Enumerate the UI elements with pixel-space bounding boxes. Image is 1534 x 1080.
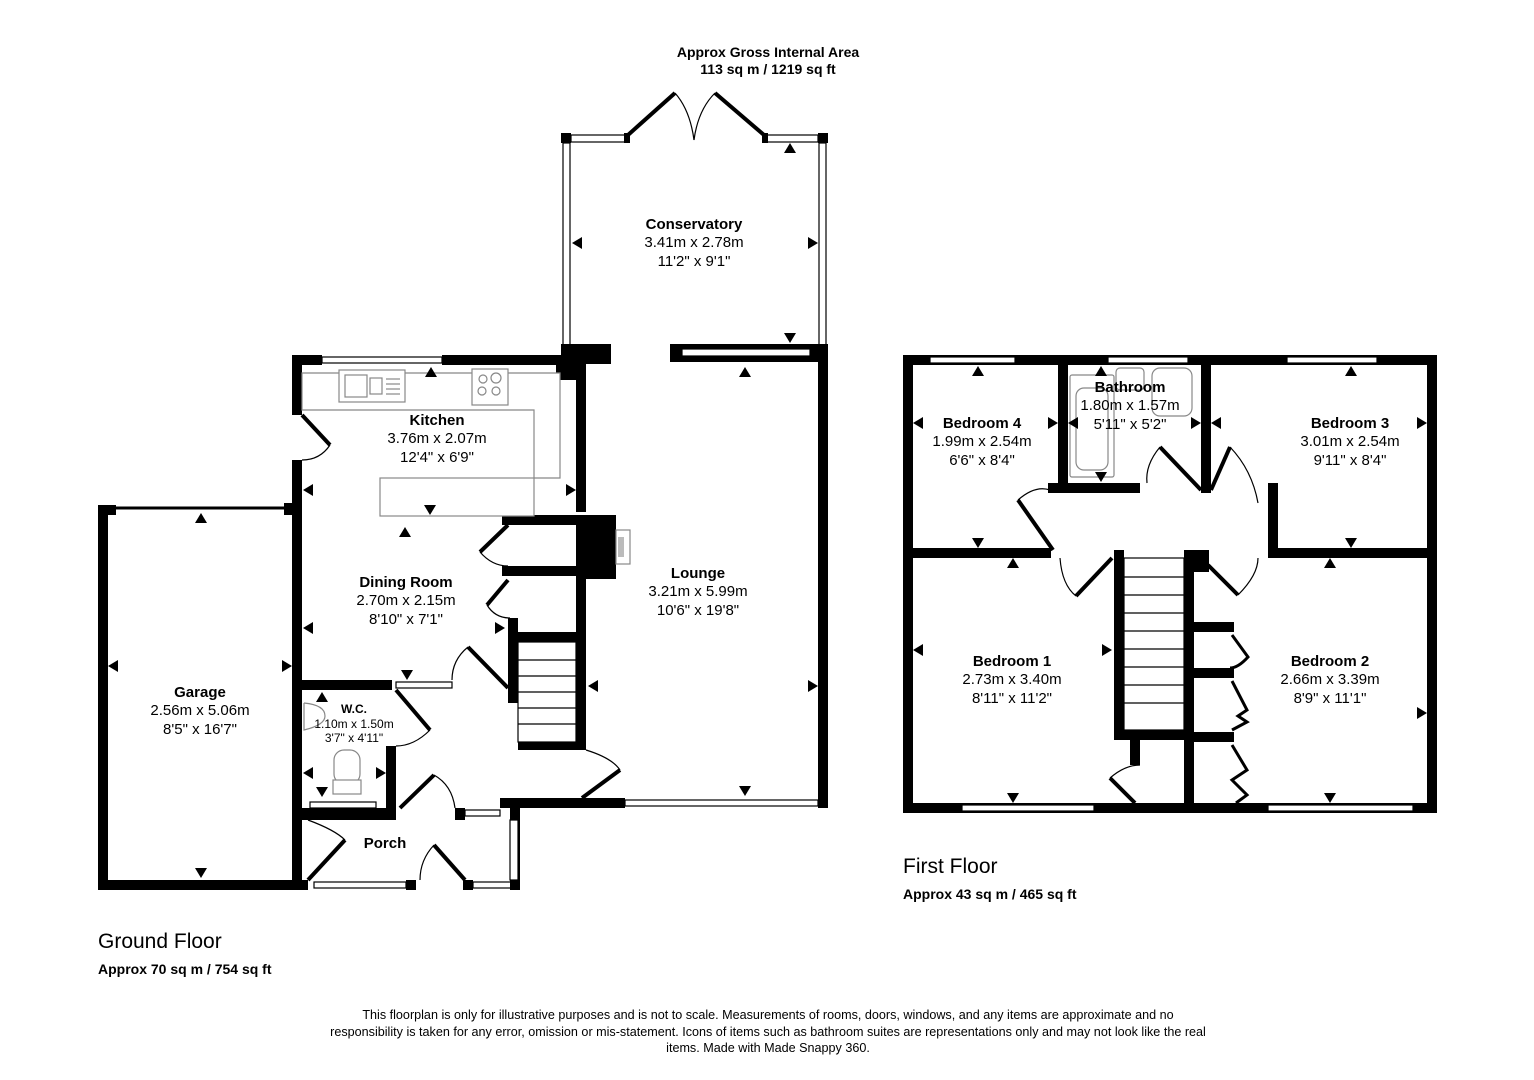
ground-floor-label: Ground Floor [98, 930, 222, 953]
first-floor-label: First Floor [903, 855, 998, 878]
room-dining-room: Dining Room 2.70m x 2.15m 8'10" x 7'1" [356, 574, 456, 628]
room-bedroom-2: Bedroom 2 2.66m x 3.39m 8'9" x 11'1" [1280, 653, 1380, 707]
room-wc: W.C. 1.10m x 1.50m 3'7" x 4'11" [314, 702, 394, 746]
first-floor-area: Approx 43 sq m / 465 sq ft [903, 886, 1077, 902]
ground-floor-plan [98, 91, 828, 890]
room-bedroom-1: Bedroom 1 2.73m x 3.40m 8'11" x 11'2" [962, 653, 1062, 707]
first-floor-plan [903, 355, 1437, 813]
room-bedroom-3: Bedroom 3 3.01m x 2.54m 9'11" x 8'4" [1300, 415, 1400, 469]
measurement-arrows-first [913, 366, 1427, 803]
room-bathroom: Bathroom 1.80m x 1.57m 5'11" x 5'2" [1080, 379, 1180, 433]
room-lounge: Lounge 3.21m x 5.99m 10'6" x 19'8" [648, 565, 748, 619]
gross-area-header: Approx Gross Internal Area 113 sq m / 12… [620, 44, 916, 78]
ground-floor-walls [98, 344, 828, 890]
ground-floor-area: Approx 70 sq m / 754 sq ft [98, 961, 272, 977]
conservatory-walls [561, 91, 828, 347]
disclaimer-text: This floorplan is only for illustrative … [330, 1008, 1206, 1056]
room-porch: Porch [363, 835, 407, 852]
measurement-arrows-ground [108, 143, 818, 878]
room-garage: Garage 2.56m x 5.06m 8'5" x 16'7" [150, 684, 250, 738]
gross-area-title: Approx Gross Internal Area [676, 44, 860, 60]
room-bedroom-4: Bedroom 4 1.99m x 2.54m 6'6" x 8'4" [932, 415, 1032, 469]
gross-area-value: 113 sq m / 1219 sq ft [700, 60, 836, 77]
kitchen-fixtures [301, 368, 561, 517]
room-conservatory: Conservatory 3.41m x 2.78m 11'2" x 9'1" [644, 216, 744, 270]
room-kitchen: Kitchen 3.76m x 2.07m 12'4" x 6'9" [387, 412, 487, 466]
